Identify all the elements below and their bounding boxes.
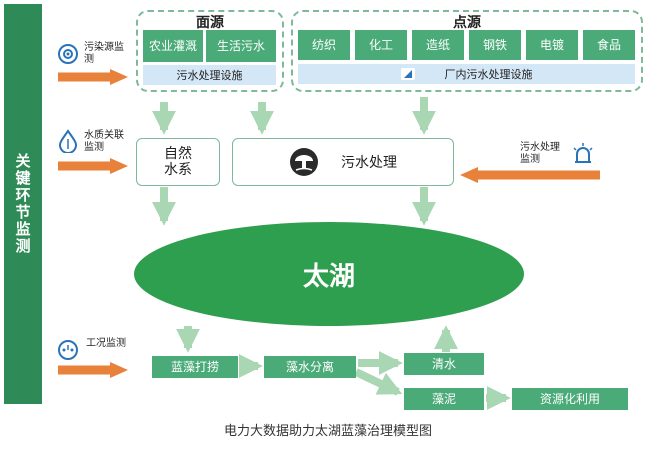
orange-arrow-condition <box>58 362 128 378</box>
orange-arrow-pollution <box>58 69 128 85</box>
point-source-item-plating: 电镀 <box>526 30 578 60</box>
pollution-source-monitor-label: 污染源监测 <box>84 42 124 65</box>
gauge-icon <box>56 338 80 362</box>
sidebar-label: 关键环节监测 <box>13 153 32 255</box>
alarm-light-icon <box>570 140 596 166</box>
water-quality-monitor-label: 水质关联监测 <box>84 130 124 153</box>
target-icon <box>56 42 80 66</box>
salvage-node: 蓝藻打捞 <box>152 356 238 378</box>
area-source-title: 面源 <box>196 15 224 31</box>
figure-caption: 电力大数据助力太湖蓝藻治理模型图 <box>223 424 432 439</box>
point-source-item-steel: 钢铁 <box>469 30 521 60</box>
sewage-treatment-monitor-label: 污水处理监测 <box>520 142 560 165</box>
condition-monitor-label: 工况监测 <box>86 338 126 349</box>
orange-arrow-sewage-monitor <box>460 167 600 183</box>
clean-water-node: 清水 <box>404 353 484 375</box>
area-source-facility: 污水处理设施 <box>143 65 276 85</box>
point-source-facility-label: 厂内污水处理设施 <box>444 68 533 81</box>
point-source-title: 点源 <box>453 15 481 31</box>
point-source-facility: 厂内污水处理设施 <box>298 64 635 84</box>
algae-mud-node: 藻泥 <box>404 388 484 410</box>
recycling-node: 资源化利用 <box>512 388 628 410</box>
point-source-group <box>291 10 643 92</box>
mushroom-treatment-icon <box>289 147 319 177</box>
point-source-item-food: 食品 <box>583 30 635 60</box>
point-source-item-chemical: 化工 <box>355 30 407 60</box>
separation-node: 藻水分离 <box>264 356 356 378</box>
area-source-group <box>136 10 284 92</box>
point-source-item-textile: 纺织 <box>298 30 350 60</box>
sewage-treatment-label: 污水处理 <box>341 155 397 171</box>
natural-water-node: 自然水系 <box>136 138 220 186</box>
point-source-item-paper: 造纸 <box>412 30 464 60</box>
facility-icon <box>400 68 415 80</box>
orange-arrow-water-quality <box>58 158 128 174</box>
water-drop-icon <box>56 128 80 154</box>
arrow-separation-to-mud <box>354 368 403 396</box>
natural-water-label: 自然水系 <box>164 146 192 178</box>
key-monitoring-sidebar: 关键环节监测 <box>4 4 42 404</box>
sewage-treatment-node: 污水处理 <box>232 138 454 186</box>
area-source-item-agriculture: 农业灌溉 <box>143 30 203 62</box>
area-source-item-domestic: 生活污水 <box>206 30 276 62</box>
lake-ellipse: 太湖 <box>134 222 524 326</box>
lake-label: 太湖 <box>302 261 355 292</box>
